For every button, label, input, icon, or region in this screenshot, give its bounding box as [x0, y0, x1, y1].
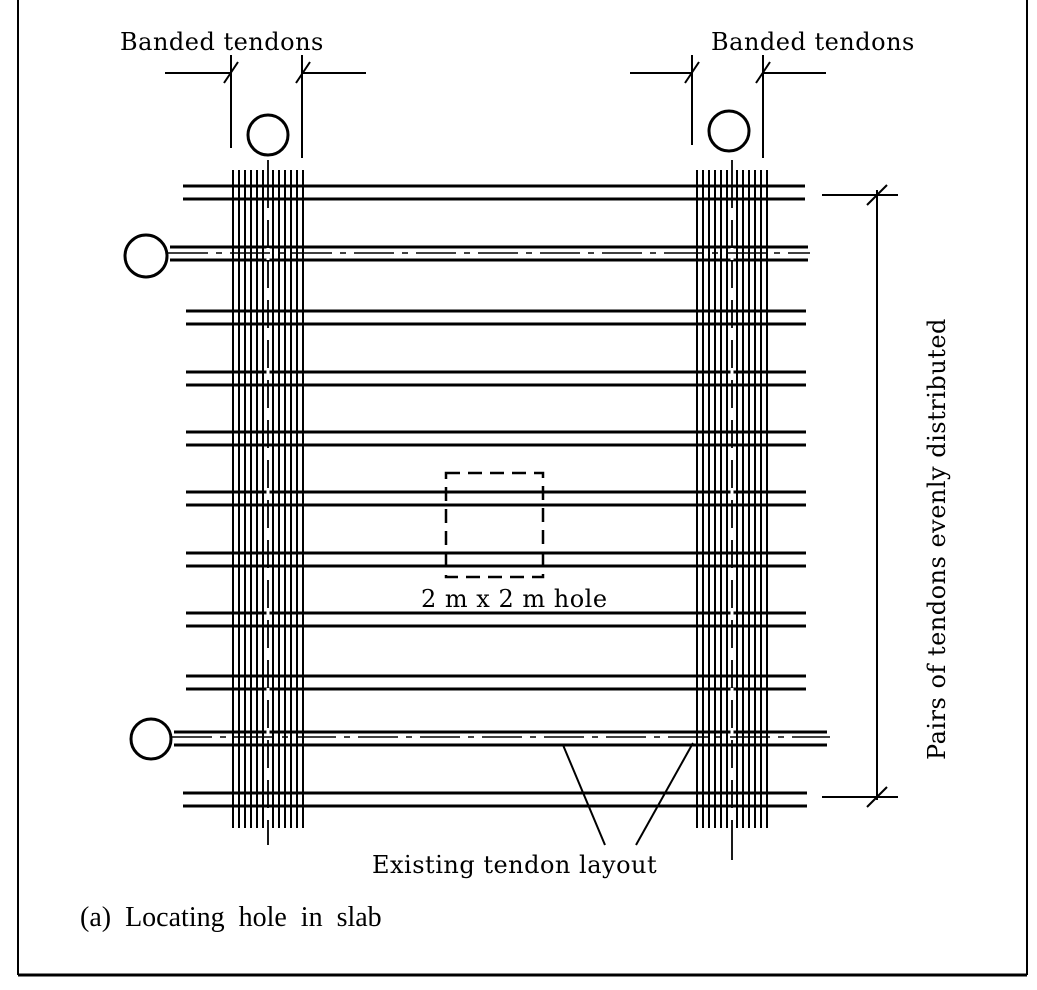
banded-tendons-label-left: Banded tendons	[120, 28, 324, 56]
column-marker-top-right	[707, 109, 751, 153]
existing-layout-label: Existing tendon layout	[372, 851, 657, 879]
banded-tendons-right	[696, 170, 768, 828]
figure-frame	[17, 0, 1028, 977]
pairs-label: Pairs of tendons evenly distributed	[923, 318, 951, 760]
column-marker-top-left	[246, 113, 290, 157]
banded-tendons-label-right: Banded tendons	[711, 28, 915, 56]
existing-layout-leaders	[562, 742, 694, 846]
column-markers	[123, 109, 751, 761]
banded-tendons-left	[232, 170, 304, 828]
pairs-dimension	[822, 184, 898, 808]
hole-outline	[444, 471, 545, 579]
column-marker-bottom-left	[129, 717, 173, 761]
column-grid-lines	[168, 160, 830, 860]
banded-dimension-right	[630, 55, 826, 158]
hole-label: 2 m x 2 m hole	[421, 585, 608, 613]
figure-caption: (a) Locating hole in slab	[80, 902, 382, 933]
banded-dimension-left	[165, 55, 366, 158]
column-marker-mid-left	[123, 233, 169, 279]
